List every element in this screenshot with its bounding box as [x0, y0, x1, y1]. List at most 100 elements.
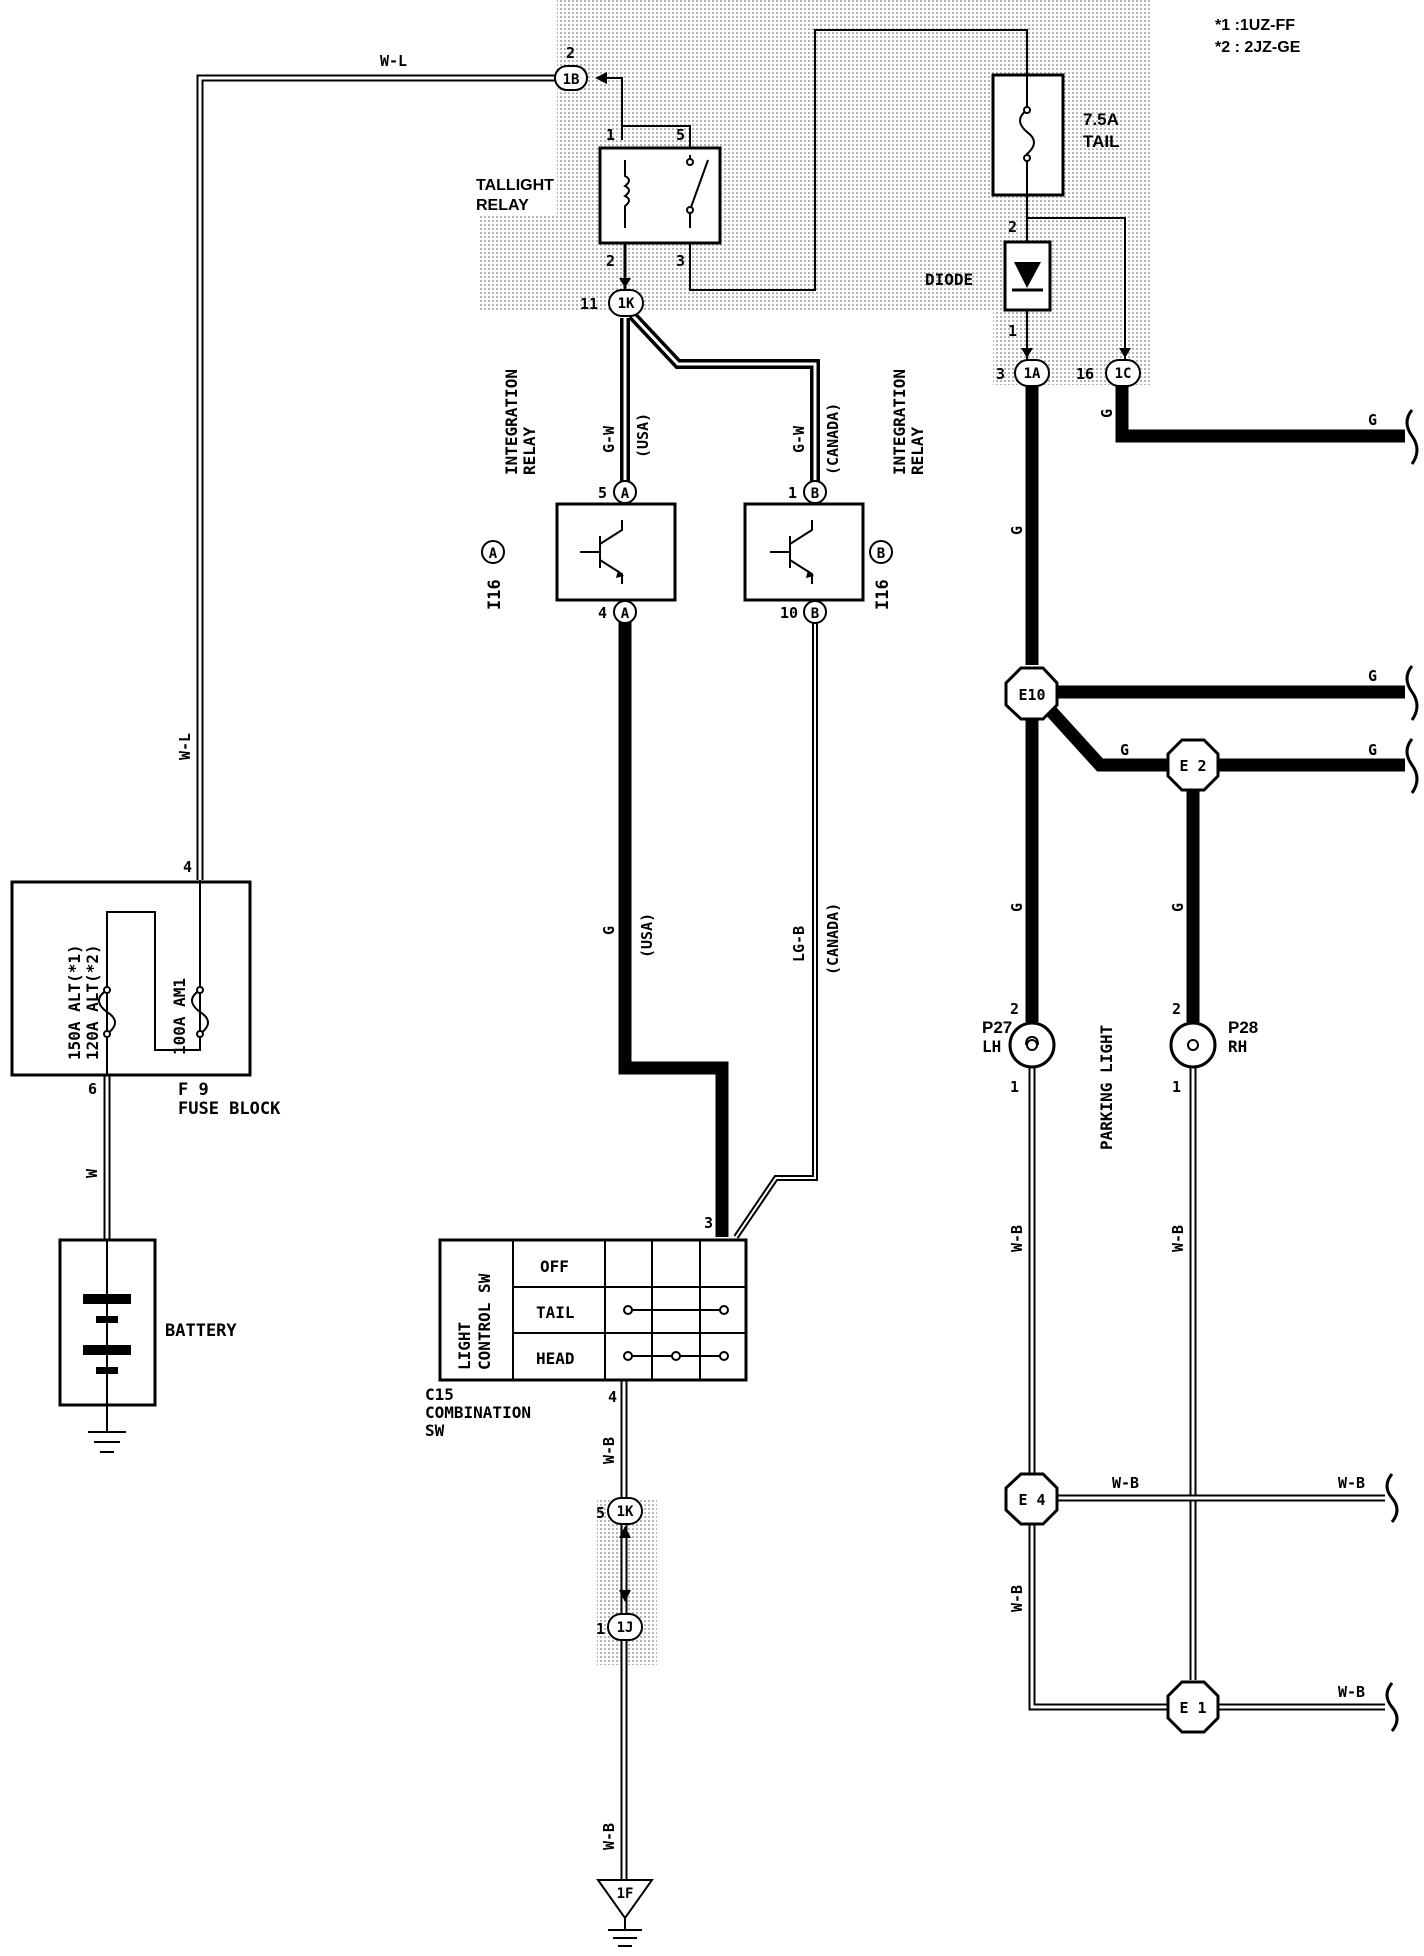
wire-wb-parking: [1028, 1068, 1385, 1711]
splice-e2: E 2: [1166, 738, 1220, 792]
svg-text:INTEGRATION: INTEGRATION: [890, 369, 909, 475]
connector-a-bottom: A: [613, 600, 637, 624]
relay-a-conn-circle: [481, 540, 505, 564]
svg-text:E 4: E 4: [1018, 1491, 1045, 1509]
fuse-block-fuse-labels: 150A ALT(*1) 120A ALT(*2): [65, 944, 102, 1060]
wire-label-usa-top: (USA): [634, 413, 652, 458]
wire-lgb-canada: [733, 620, 818, 1239]
svg-text:CONTROL SW: CONTROL SW: [475, 1273, 494, 1370]
wire-label-wl-side: W-L: [176, 733, 194, 760]
switch-label-2: SW: [425, 1421, 445, 1440]
wire-label-canada-bottom: (CANADA): [824, 903, 842, 975]
wire-g-e10-e2: [1045, 705, 1168, 772]
svg-text:G-W: G-W: [600, 425, 618, 453]
svg-text:W-L: W-L: [176, 733, 194, 760]
fuse-block: [10, 880, 252, 1077]
diode-label: DIODE: [925, 270, 973, 289]
connector-1j: 1J: [607, 1613, 643, 1641]
svg-text:LG-B: LG-B: [790, 926, 808, 962]
wire-label-wb-e4: W-B: [1112, 1474, 1139, 1492]
connector-b-bottom: B: [803, 600, 827, 624]
fuse-block-name: FUSE BLOCK: [178, 1099, 281, 1119]
pin-1b-2: 2: [566, 44, 575, 62]
connector-1b: 1B: [554, 65, 623, 91]
svg-text:1K: 1K: [618, 296, 635, 312]
svg-text:I16: I16: [485, 579, 505, 610]
parking-lh-label: LH: [982, 1037, 1001, 1056]
svg-text:LIGHT: LIGHT: [455, 1322, 474, 1370]
svg-text:W-B: W-B: [600, 1437, 618, 1464]
wire-label-wb-switch: W-B: [600, 1437, 618, 1464]
connector-a-top: A: [613, 480, 637, 504]
parking-lh-ref: P27: [982, 1018, 1012, 1037]
svg-text:1A: 1A: [1024, 366, 1041, 382]
wire-gw-canada: [628, 311, 820, 485]
taillight-relay-label-1: TALLIGHT: [476, 177, 554, 194]
wire-label-wb-e4-e1: W-B: [1008, 1585, 1026, 1612]
relay-b-conn-letter: B: [877, 546, 885, 562]
wire-label-g-usa: G: [600, 926, 618, 935]
pin-a-4: 4: [598, 604, 607, 622]
wire-label-lgb: LG-B: [790, 926, 808, 962]
wire-relay-fuse: [689, 29, 1028, 291]
tail-fuse-amp: 7.5A: [1083, 110, 1119, 129]
wire-label-g-1a: G: [1008, 526, 1026, 535]
wire-label-canada-top: (CANADA): [824, 403, 842, 475]
wire-label-g-right-2: G: [1368, 667, 1377, 685]
svg-text:1B: 1B: [563, 72, 580, 88]
connector-b-top: B: [803, 480, 827, 504]
switch-label-1: COMBINATION: [425, 1403, 531, 1422]
battery-label: BATTERY: [165, 1321, 237, 1341]
svg-text:E 1: E 1: [1179, 1699, 1206, 1717]
relay-b-label: I16 INTEGRATION RELAY: [873, 369, 927, 610]
relay-b-conn-circle: [869, 540, 893, 564]
svg-text:1F: 1F: [617, 1886, 634, 1902]
wire-label-wb-right-2: W-B: [1338, 1683, 1365, 1701]
svg-text:I16: I16: [873, 579, 893, 610]
pin-switch-4: 4: [608, 1388, 617, 1406]
svg-text:RELAY: RELAY: [908, 426, 927, 475]
light-control-switch-title: LIGHT CONTROL SW: [455, 1273, 494, 1370]
svg-text:W: W: [83, 1168, 101, 1178]
parking-light-title: PARKING LIGHT: [1097, 1025, 1116, 1150]
wire-label-w: W: [83, 1168, 101, 1178]
integration-relay-a: [555, 502, 677, 602]
switch-row-off: OFF: [540, 1257, 569, 1276]
wire-label-g-1c: G: [1098, 409, 1116, 418]
relay-a-label: I16 INTEGRATION RELAY: [485, 369, 539, 610]
pin-fuse-6: 6: [88, 1080, 97, 1098]
parking-light-rh: [1169, 1021, 1217, 1069]
diode: [1003, 240, 1052, 312]
wire-g-usa: [618, 620, 729, 1237]
pin-switch-3: 3: [704, 1214, 713, 1232]
wire-label-wb-ground: W-B: [600, 1823, 618, 1850]
taillight-relay: [598, 146, 722, 245]
pin-b-1: 1: [788, 484, 797, 502]
wire-label-wb-rh: W-B: [1169, 1225, 1187, 1252]
switch-row-head: HEAD: [536, 1349, 575, 1368]
connector-1k-top: 1K: [608, 278, 644, 317]
svg-text:100A AM1: 100A AM1: [170, 978, 189, 1055]
wire-g-1c-right: [1115, 385, 1405, 443]
svg-text:1J: 1J: [617, 1620, 634, 1636]
splice-e1: E 1: [1166, 1680, 1220, 1734]
pin-1j-1: 1: [596, 1620, 605, 1638]
switch-row-tail: TAIL: [536, 1303, 575, 1322]
wire-label-g-right-3: G: [1368, 741, 1377, 759]
wire-label-wb-lh: W-B: [1008, 1225, 1026, 1252]
wire-label-usa-bottom: (USA): [638, 913, 656, 958]
battery: [58, 1238, 157, 1453]
svg-text:E 2: E 2: [1179, 757, 1206, 775]
junction-block-shading: [480, 0, 1150, 1665]
parking-rh-label: RH: [1228, 1037, 1247, 1056]
relay-a-conn-letter: A: [489, 546, 498, 562]
svg-text:W-B: W-B: [1169, 1225, 1187, 1252]
svg-text:W-B: W-B: [1008, 1225, 1026, 1252]
pin-1a-3: 3: [996, 365, 1005, 383]
svg-text:(CANADA): (CANADA): [824, 403, 842, 475]
taillight-relay-label-2: RELAY: [476, 197, 529, 214]
splice-e10: E10: [1004, 666, 1059, 721]
wire-label-g-p28: G: [1169, 903, 1187, 912]
svg-text:(USA): (USA): [634, 413, 652, 458]
